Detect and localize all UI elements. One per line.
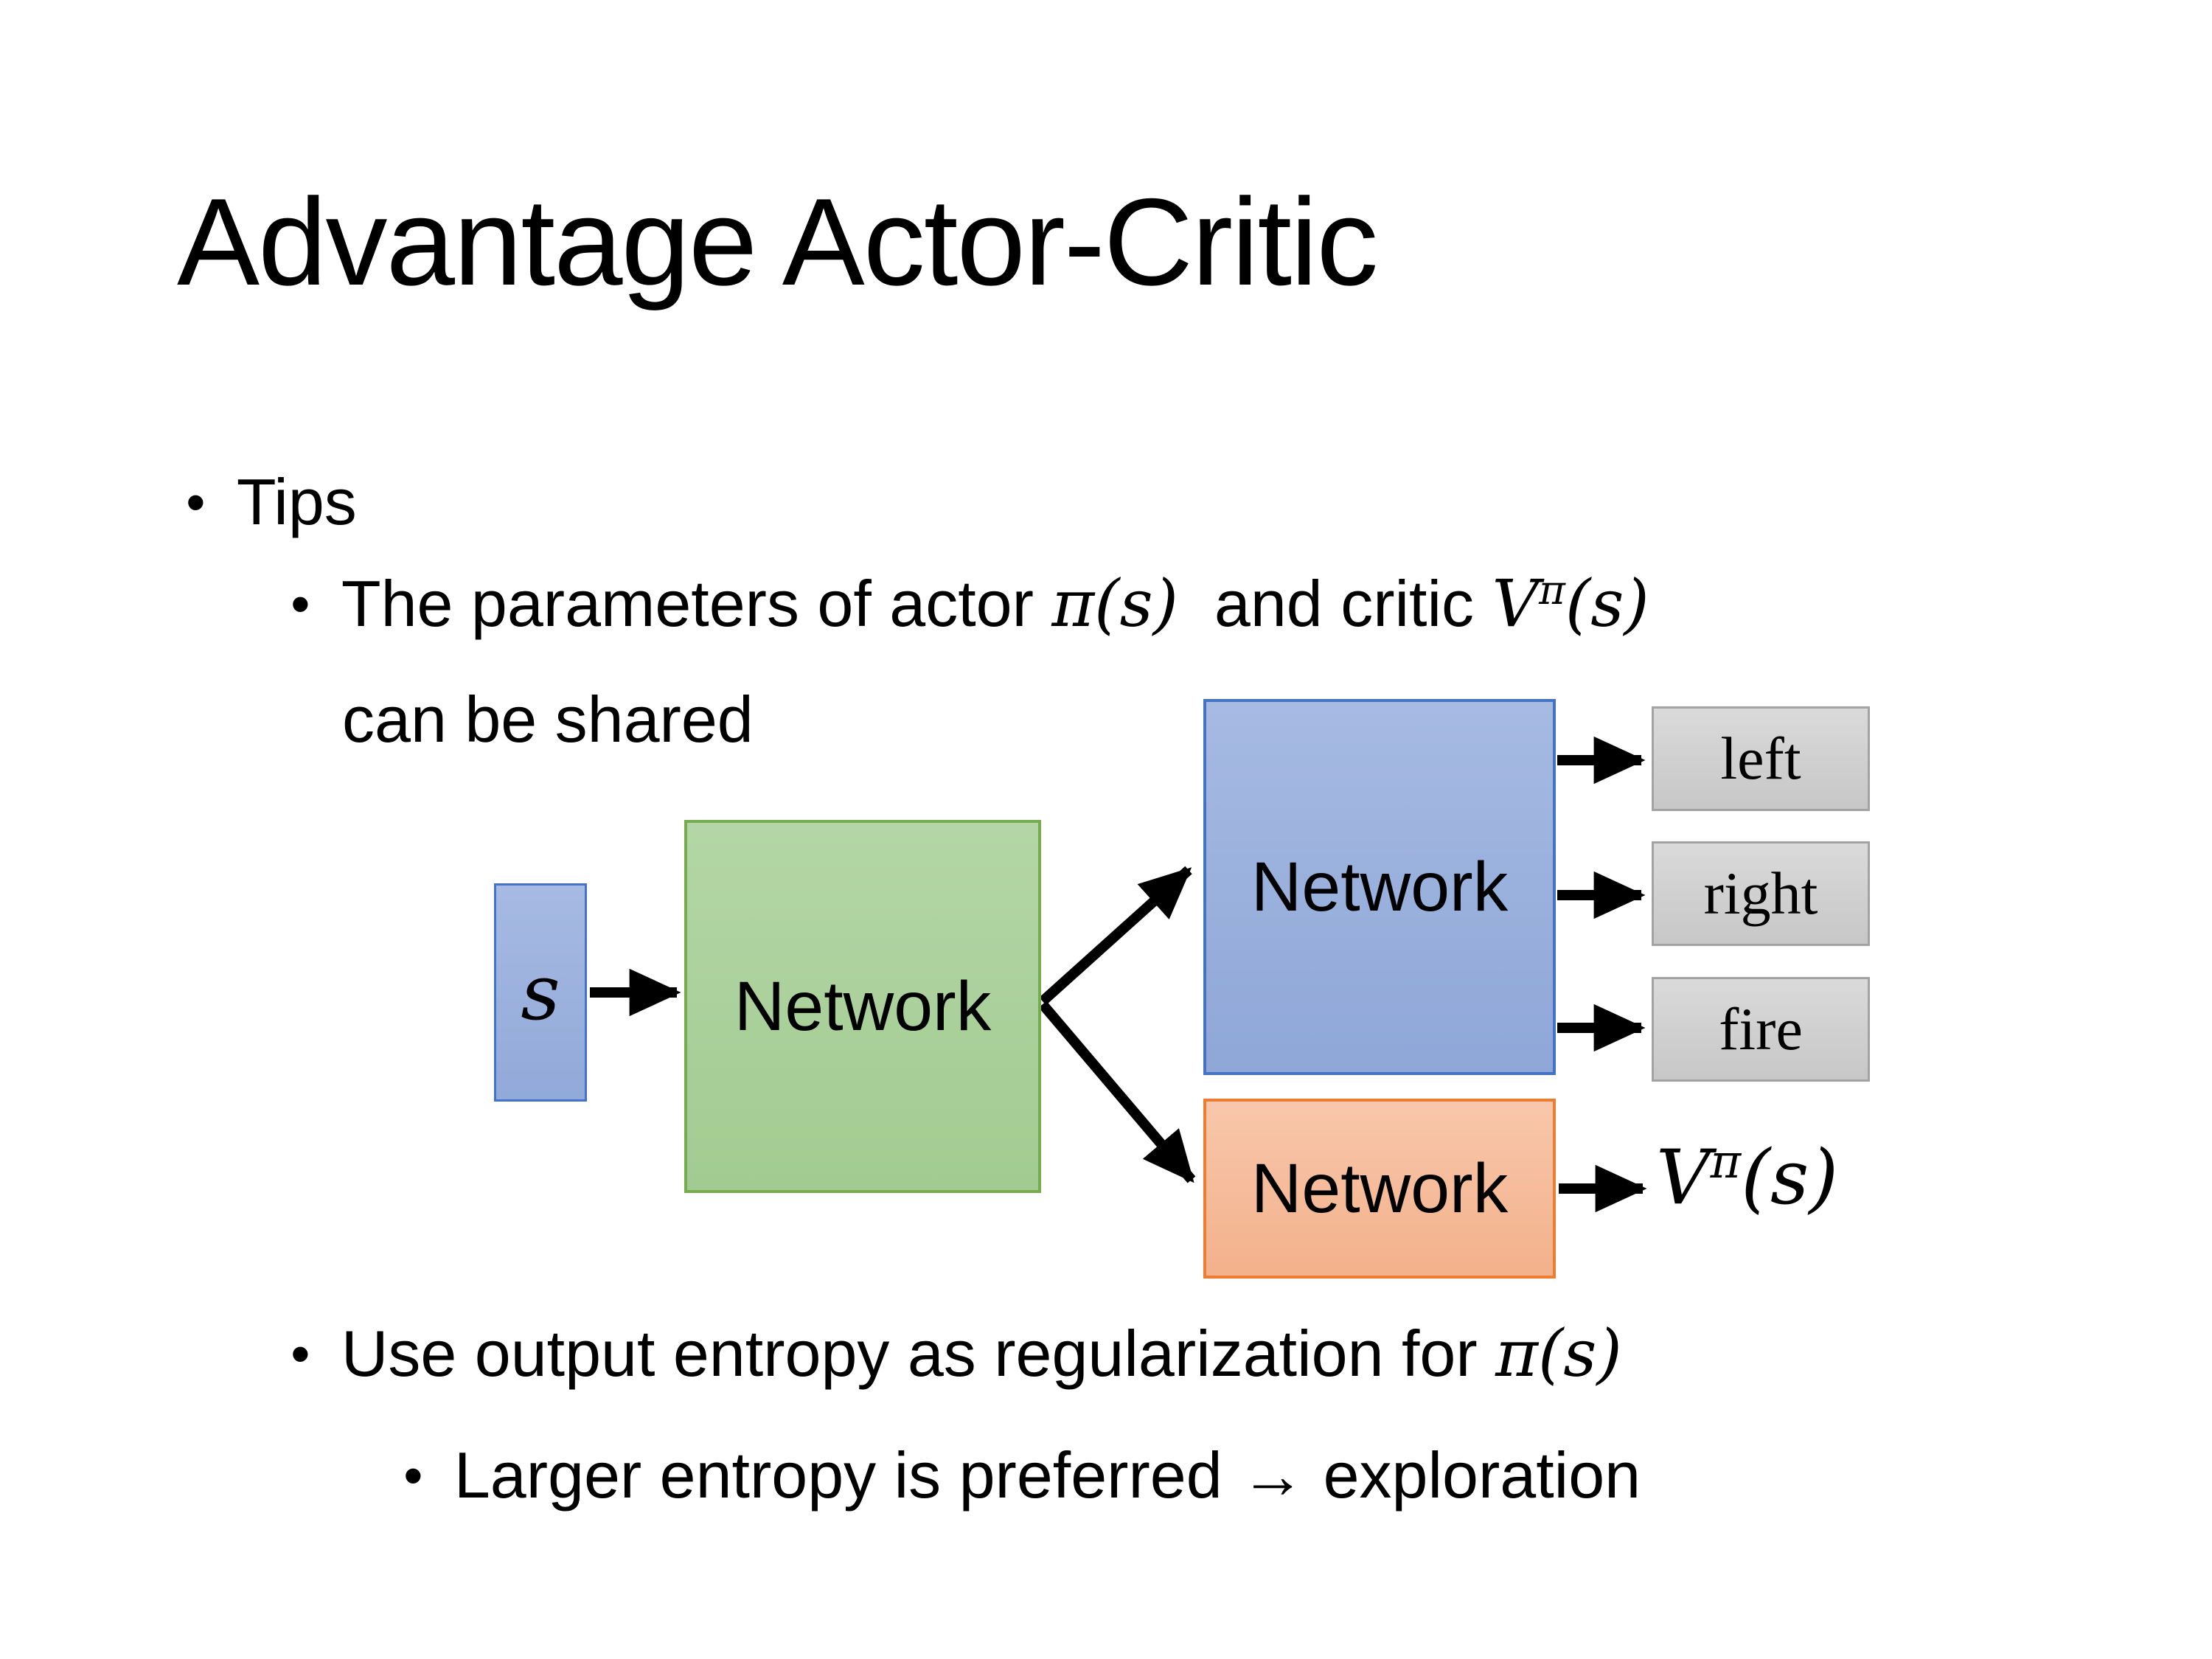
critic-network-box: Network xyxy=(1203,1099,1556,1279)
bullet-marker: • xyxy=(291,1322,310,1385)
exploration-text: Larger entropy is preferred → exploratio… xyxy=(453,1439,1641,1512)
bullet-line-can-be-shared: can be shared xyxy=(342,682,754,757)
bullet-line-exploration: • Larger entropy is preferred → explorati… xyxy=(402,1438,1641,1512)
critic-v-math: V xyxy=(1492,566,1540,641)
action-label-left: left xyxy=(1720,725,1801,792)
arrow-shared-to-critic xyxy=(1038,1001,1196,1183)
value-sup: π xyxy=(1710,1134,1742,1189)
actor-network-label: Network xyxy=(1251,847,1509,926)
entropy-text: Use output entropy as regularization for xyxy=(341,1317,1496,1390)
actor-pi-math: π(s) xyxy=(1051,566,1179,641)
arrow-shared-to-actor xyxy=(1039,866,1192,1006)
actor-network-box: Network xyxy=(1203,699,1556,1075)
action-box-left: left xyxy=(1652,706,1870,811)
and-critic-text: and critic xyxy=(1178,567,1492,640)
parameters-text: The parameters of actor xyxy=(341,567,1052,640)
action-box-fire: fire xyxy=(1652,977,1870,1082)
page-title: Advantage Actor-Critic xyxy=(177,173,1378,311)
bullet-line-parameters: • The parameters of actor π(s) and critic… xyxy=(289,566,1649,641)
bullet-line-entropy: • Use output entropy as regularization fo… xyxy=(289,1315,1622,1391)
critic-value-output: Vπ(s) xyxy=(1656,1134,1838,1222)
bullet-marker: • xyxy=(291,572,310,635)
action-label-right: right xyxy=(1703,860,1818,927)
entropy-pi-math: π(s) xyxy=(1495,1315,1622,1391)
shared-network-box: Network xyxy=(684,820,1041,1193)
critic-v-sup: π xyxy=(1539,566,1565,613)
bullet-marker: • xyxy=(403,1444,423,1506)
critic-network-label: Network xyxy=(1251,1149,1509,1228)
critic-v-args: (s) xyxy=(1565,566,1649,641)
state-box: s xyxy=(494,883,587,1102)
tips-label: Tips xyxy=(236,465,357,538)
can-be-shared-text: can be shared xyxy=(342,683,754,756)
action-label-fire: fire xyxy=(1719,995,1803,1062)
bullet-line-tips: • Tips xyxy=(184,465,357,539)
value-args: (s) xyxy=(1741,1134,1839,1222)
shared-network-label: Network xyxy=(734,967,992,1046)
state-label: s xyxy=(521,947,560,1037)
bullet-marker: • xyxy=(186,470,206,533)
action-box-right: right xyxy=(1652,841,1870,946)
value-v: V xyxy=(1656,1134,1711,1222)
